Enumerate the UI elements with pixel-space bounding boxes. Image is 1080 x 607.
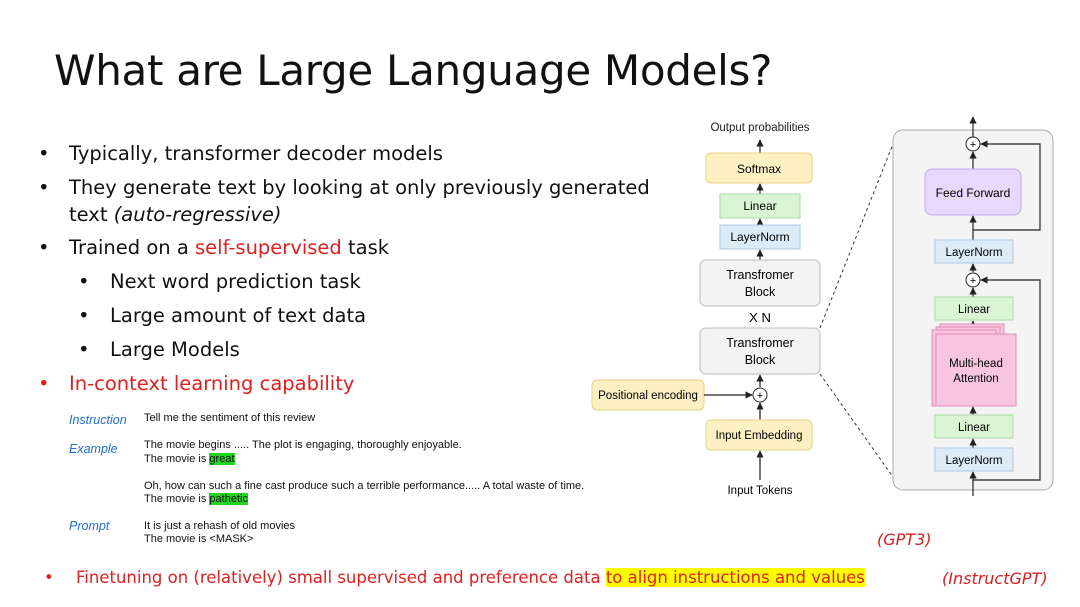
block-top-line-2: Block: [745, 285, 776, 299]
add-circle-middle: [965, 272, 981, 288]
add-circle-embedding: [752, 387, 768, 403]
add-symbol: +: [970, 275, 976, 287]
bullet-text-post: task: [341, 236, 390, 259]
block-bottom-line-1: Transfromer: [726, 336, 794, 350]
add-symbol: +: [757, 390, 763, 402]
zoom-line-bottom: [819, 373, 894, 478]
block-bottom-line-2: Block: [745, 353, 776, 367]
linear-lower-label: Linear: [958, 422, 990, 434]
bullet-text-line2: text (auto-regressive): [69, 203, 282, 226]
prompt-line-1: It is just a rehash of old movies: [144, 520, 296, 532]
linear-box: [719, 193, 801, 219]
bullet-dot: •: [78, 270, 90, 293]
sub-bullet-text: Large Models: [110, 338, 240, 361]
instruction-label: Instruction: [69, 413, 127, 427]
bullet-dot: •: [78, 338, 90, 361]
linear-label: Linear: [743, 199, 776, 213]
example-2-prefix: The movie is: [144, 493, 210, 505]
linear-box-upper: [934, 296, 1014, 321]
block-top-line-1: Transfromer: [726, 268, 794, 282]
softmax-label: Softmax: [737, 162, 781, 176]
bullet-dot: •: [38, 142, 50, 165]
label-pathetic: pathetic: [209, 493, 248, 505]
citation-gpt3: (GPT3): [877, 530, 932, 549]
prompt-line-2: The movie is <MASK>: [144, 533, 254, 545]
example-2-line-1: Oh, how can such a fine cast produce suc…: [144, 480, 585, 492]
linear-upper-label: Linear: [958, 304, 990, 316]
layernorm-box-upper: [934, 239, 1014, 264]
bullet-dot: •: [44, 568, 54, 587]
layernorm-box: [719, 224, 801, 250]
positional-encoding-label: Positional encoding: [598, 390, 698, 402]
output-probabilities-label: Output probabilities: [710, 122, 809, 134]
bullet-dot: •: [78, 304, 90, 327]
layernorm-upper-label: LayerNorm: [946, 247, 1003, 259]
zoom-line-top: [819, 143, 894, 329]
example-2-line-2: The movie is pathetic: [144, 493, 248, 505]
example-1-line-2: The movie is great: [144, 453, 235, 465]
bullet-text-line1: They generate text by looking at only pr…: [69, 176, 650, 199]
layernorm-box-lower: [934, 447, 1014, 472]
mha-box: [935, 333, 1017, 407]
finetuning-text: Finetuning on (relatively) small supervi…: [76, 568, 606, 587]
transformer-block-top: [699, 259, 821, 307]
mha-line-2: Attention: [953, 373, 998, 385]
prompt-label: Prompt: [69, 519, 110, 533]
input-embedding-label: Input Embedding: [716, 430, 803, 442]
bullet-text: Typically, transformer decoder models: [69, 142, 443, 165]
bullet-dot: •: [38, 372, 50, 395]
label-great: great: [209, 453, 235, 465]
residual-connection-upper: [973, 140, 1041, 231]
add-circle-top: [965, 136, 981, 152]
bullet-text-pre: Trained on a: [69, 236, 195, 259]
sub-bullet-text: Large amount of text data: [110, 304, 367, 327]
transformer-block-bottom: [699, 327, 821, 375]
bullet-text: Finetuning on (relatively) small supervi…: [76, 568, 865, 587]
feed-forward-box: [924, 168, 1022, 216]
citation-instructgpt: (InstructGPT): [942, 569, 1048, 588]
self-supervised-highlight: self-supervised: [195, 236, 342, 259]
example-1-line-1: The movie begins ..... The plot is engag…: [144, 439, 462, 451]
bullet-text-plain: text: [69, 203, 114, 226]
linear-box-lower: [934, 414, 1014, 439]
mha-line-1: Multi-head: [949, 358, 1003, 370]
repeat-n-label: X N: [749, 310, 771, 325]
bullet-text: Trained on a self-supervised task: [69, 236, 389, 259]
layernorm-label: LayerNorm: [730, 230, 789, 244]
instruction-text: Tell me the sentiment of this review: [144, 412, 316, 424]
softmax-box: [705, 152, 813, 184]
input-tokens-label: Input Tokens: [727, 485, 792, 497]
add-symbol: +: [970, 139, 976, 151]
example-1-prefix: The movie is: [144, 453, 210, 465]
layernorm-lower-label: LayerNorm: [946, 455, 1003, 467]
bullet-dot: •: [38, 176, 50, 199]
input-embedding-box: [705, 419, 813, 451]
sub-bullet-text: Next word prediction task: [110, 270, 361, 293]
auto-regressive-label: (auto-regressive): [113, 203, 282, 226]
residual-connection-lower: [973, 276, 1041, 481]
bullet-text: In-context learning capability: [69, 372, 355, 395]
example-label: Example: [69, 442, 118, 456]
slide-title: What are Large Language Models?: [54, 46, 773, 95]
transformer-architecture-diagram: Output probabilities Softmax Linear Laye…: [591, 116, 1054, 497]
align-highlight: to align instructions and values: [605, 568, 865, 587]
bullet-dot: •: [38, 236, 50, 259]
feed-forward-label: Feed Forward: [936, 186, 1011, 200]
